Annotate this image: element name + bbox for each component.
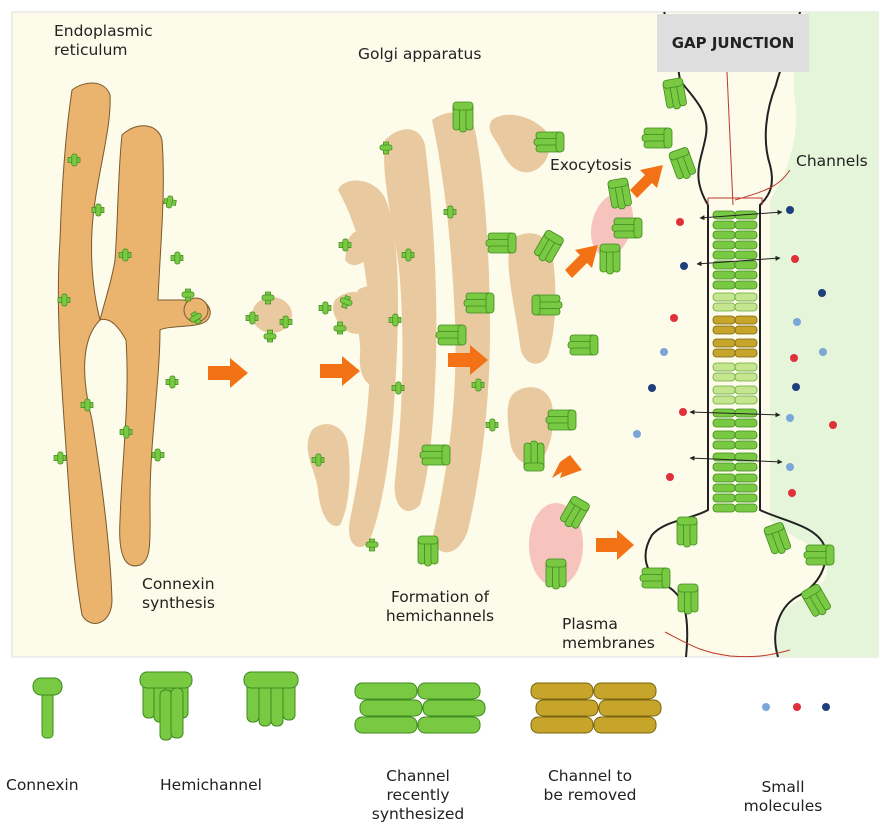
legend-small-molecules-label: Small molecules: [728, 778, 838, 816]
golgi-label: Golgi apparatus: [358, 45, 528, 64]
gap-junction-label: GAP JUNCTION: [657, 14, 809, 72]
legend-connexin-icon: [33, 678, 62, 738]
legend-hemichannel-icon: [140, 672, 298, 740]
exocytosis-label: Exocytosis: [550, 156, 632, 175]
legend-channel-new-label: Channel recently synthesized: [358, 767, 478, 824]
legend-small-molecules-icon: [762, 703, 830, 711]
legend-channel-new-icon: [355, 683, 485, 733]
plasma-membranes-label: Plasma membranes: [562, 615, 672, 653]
connexin-synthesis-label: Connexin synthesis: [142, 575, 242, 613]
channels-label: Channels: [796, 152, 868, 171]
legend-channel-removed-label: Channel to be removed: [540, 767, 640, 805]
formation-label: Formation of hemichannels: [370, 588, 510, 626]
legend-hemichannel-label: Hemichannel: [160, 776, 262, 795]
legend-connexin-label: Connexin: [6, 776, 79, 795]
legend-channel-removed-icon: [531, 683, 661, 733]
er-label: Endoplasmic reticulum: [54, 22, 184, 60]
